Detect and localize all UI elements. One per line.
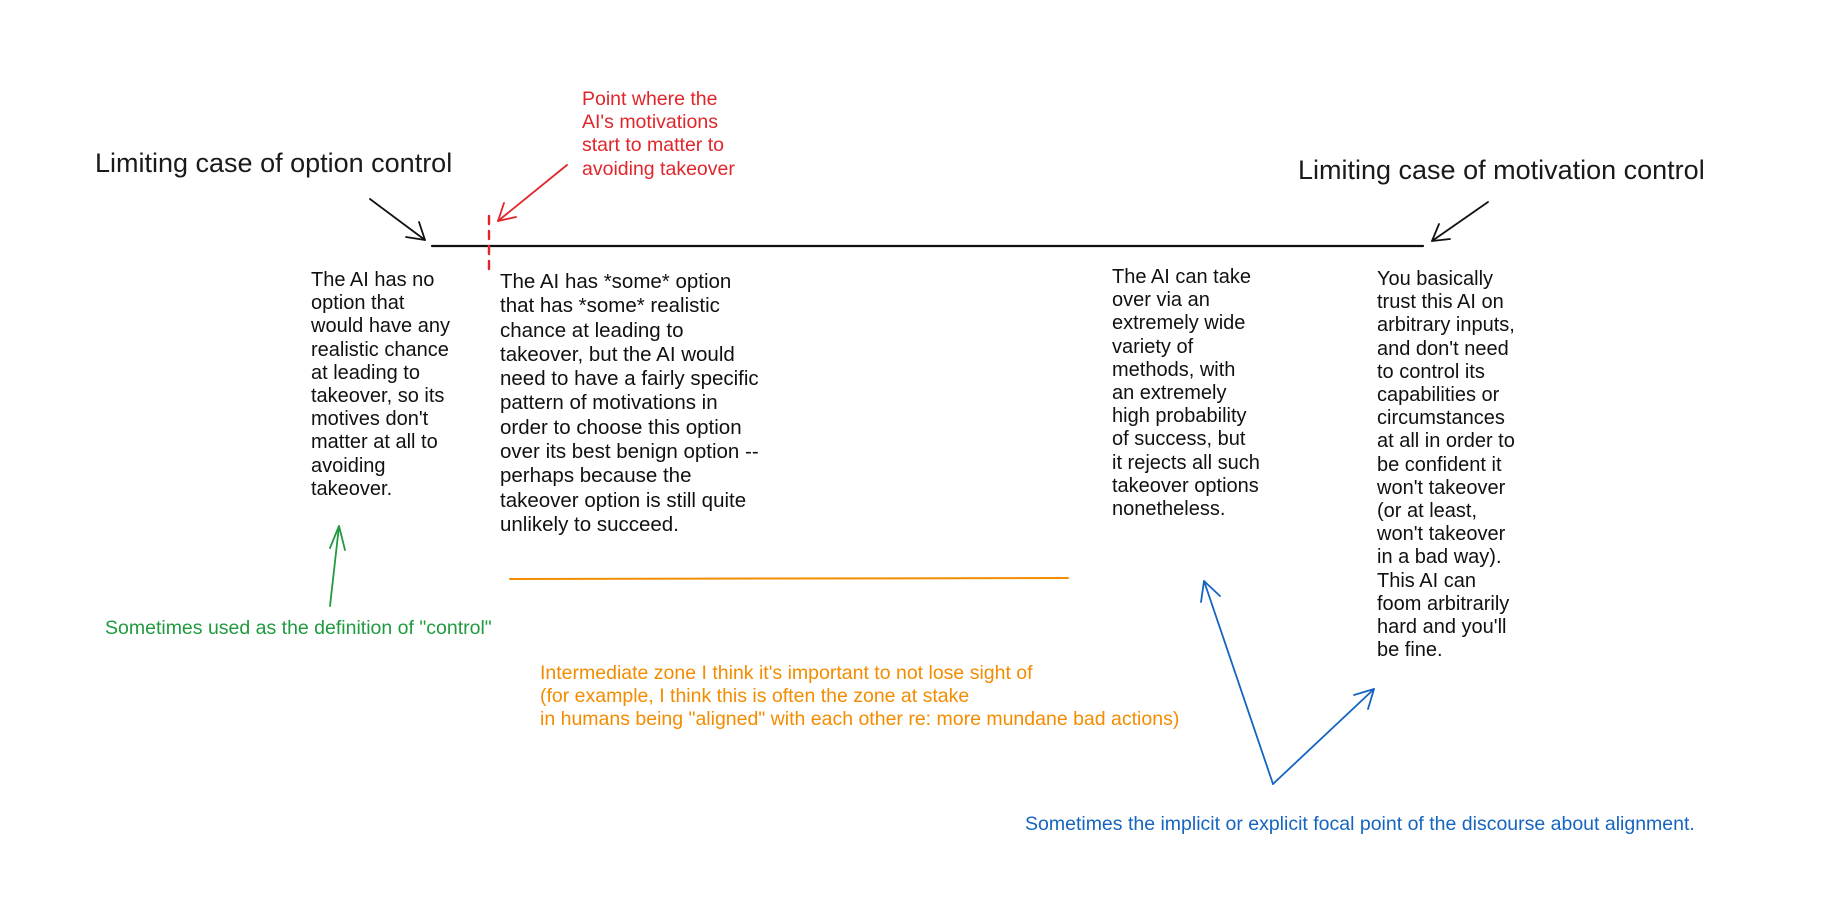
red-note-arrow bbox=[497, 164, 568, 222]
right-title: Limiting case of motivation control bbox=[1298, 155, 1705, 185]
green-note-arrow bbox=[329, 525, 346, 607]
left-title: Limiting case of option control bbox=[95, 148, 453, 178]
box-trust: You basically trust this AI on arbitrary… bbox=[1377, 268, 1515, 662]
right-limit-arrow bbox=[1431, 201, 1489, 242]
box-some-option: The AI has *some* option that has *some*… bbox=[500, 270, 759, 536]
box-no-option: The AI has no option that would have any… bbox=[311, 269, 450, 500]
blue-note: Sometimes the implicit or explicit focal… bbox=[1025, 813, 1695, 835]
red-note: Point where the AI's motivations start t… bbox=[582, 88, 735, 180]
left-limit-arrow bbox=[369, 198, 426, 241]
box-wide-variety: The AI can take over via an extremely wi… bbox=[1112, 266, 1260, 521]
blue-note-arrows bbox=[1200, 580, 1375, 785]
green-note: Sometimes used as the definition of "con… bbox=[105, 617, 492, 639]
orange-note: Intermediate zone I think it's important… bbox=[540, 662, 1180, 731]
intermediate-zone-line bbox=[509, 577, 1069, 580]
